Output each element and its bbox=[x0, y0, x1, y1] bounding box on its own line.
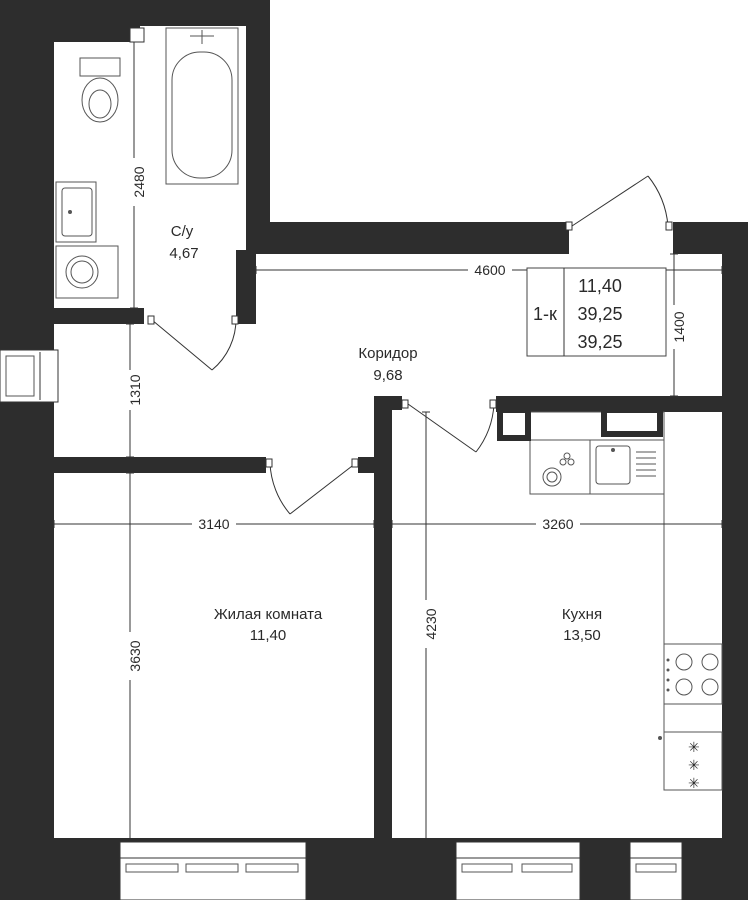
room-label-kitchen: Кухня bbox=[562, 606, 602, 623]
bathtub-icon bbox=[165, 27, 239, 185]
room-label-bathroom: С/у bbox=[171, 223, 194, 240]
bathroom-fixtures bbox=[55, 27, 239, 299]
dim-corridor-width: 4600 bbox=[474, 262, 505, 278]
doors bbox=[147, 175, 673, 515]
dim-kitchen-height: 4230 bbox=[423, 608, 439, 639]
window-kitchen bbox=[455, 841, 581, 900]
dim-hall-depth: 1400 bbox=[671, 311, 687, 342]
bath-window bbox=[129, 27, 145, 43]
fridge-icon: ✳ ✳ ✳ bbox=[658, 731, 723, 791]
svg-text:✳: ✳ bbox=[688, 775, 700, 791]
door-bathroom bbox=[147, 315, 239, 371]
summary-total-area: 39,25 bbox=[577, 304, 622, 324]
toilet-icon bbox=[79, 57, 121, 123]
room-label-corridor: Коридор bbox=[358, 345, 417, 362]
room-label-living: Жилая комната bbox=[214, 606, 323, 623]
kitchen-vent bbox=[601, 407, 663, 437]
svg-text:✳: ✳ bbox=[688, 739, 700, 755]
windows bbox=[0, 27, 683, 900]
room-area-corridor: 9,68 bbox=[373, 367, 402, 384]
washing-machine-icon bbox=[55, 245, 119, 299]
door-living bbox=[265, 458, 359, 515]
summary-type: 1-к bbox=[533, 304, 557, 324]
window-left bbox=[0, 349, 59, 403]
dim-corridor-height: 1310 bbox=[127, 374, 143, 405]
summary-table: 1-к 11,40 39,25 39,25 bbox=[526, 267, 667, 357]
room-area-kitchen: 13,50 bbox=[563, 627, 601, 644]
sink-icon bbox=[55, 181, 97, 243]
door-kitchen bbox=[401, 399, 497, 453]
stove-icon bbox=[663, 643, 723, 705]
kitchen-column bbox=[497, 407, 531, 441]
svg-text:✳: ✳ bbox=[688, 757, 700, 773]
room-area-bathroom: 4,67 bbox=[169, 245, 198, 262]
dim-bath-height: 2480 bbox=[131, 166, 147, 197]
dim-living-height: 3630 bbox=[127, 640, 143, 671]
kitchen-fixtures: ✳ ✳ ✳ bbox=[497, 407, 723, 791]
dim-kitchen-width: 3260 bbox=[542, 516, 573, 532]
summary-total-area-2: 39,25 bbox=[577, 332, 622, 352]
room-area-living: 11,40 bbox=[250, 627, 286, 644]
door-entrance bbox=[565, 175, 673, 231]
summary-living-area: 11,40 bbox=[578, 276, 622, 296]
dim-living-width: 3140 bbox=[198, 516, 229, 532]
window-balcony bbox=[629, 841, 683, 900]
window-living bbox=[119, 841, 307, 900]
